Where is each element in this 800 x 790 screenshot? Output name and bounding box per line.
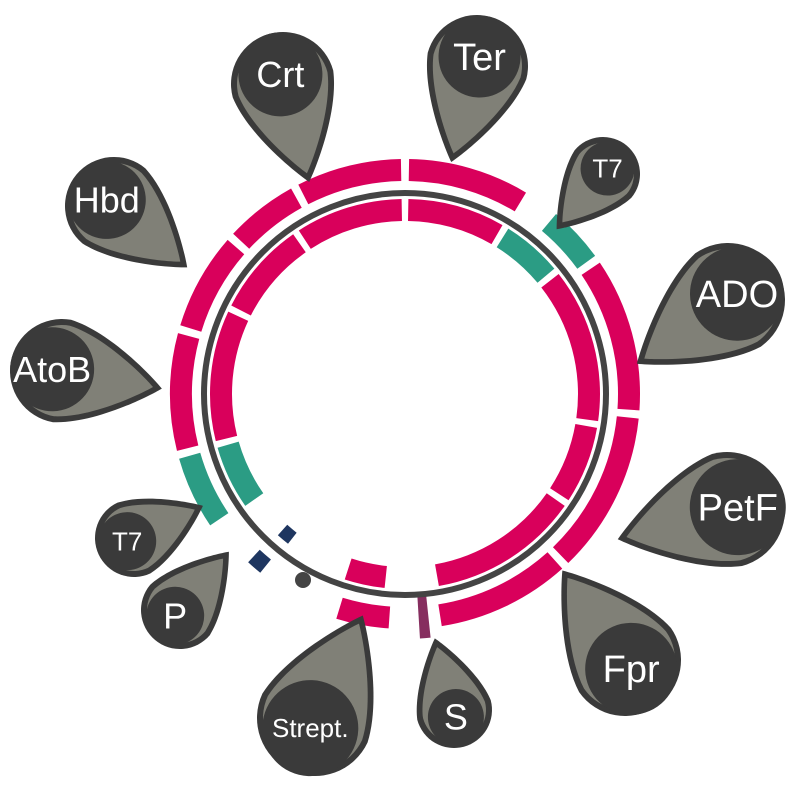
- pin-core: [238, 32, 323, 117]
- label-ter: Ter: [453, 37, 506, 79]
- pin-p: [141, 551, 229, 649]
- gene-arc: [552, 416, 639, 564]
- pin-ado: [636, 243, 785, 365]
- pin-t7b: [95, 498, 203, 577]
- promoter-arc: [277, 524, 297, 544]
- plasmid-backbone: [201, 190, 609, 598]
- backbone-ring: [201, 190, 609, 598]
- label-strept: Strept.: [272, 713, 349, 743]
- origin-dot: [295, 572, 311, 588]
- t7-arc: [496, 228, 555, 283]
- label-t7a: T7: [592, 154, 622, 184]
- gene-arc: [344, 558, 387, 588]
- pin-core: [580, 141, 635, 196]
- label-t7b: T7: [112, 526, 142, 556]
- pin-core: [67, 160, 146, 239]
- gene-arc: [298, 159, 402, 205]
- gene-arc: [438, 552, 563, 627]
- label-crt: Crt: [256, 54, 304, 95]
- gene-arc: [581, 262, 640, 411]
- pin-hbd: [65, 157, 188, 268]
- pin-core: [689, 459, 786, 556]
- pin-core: [98, 512, 157, 571]
- pin-core: [438, 15, 521, 98]
- pin-core: [262, 680, 359, 777]
- small_feature-arc: [417, 595, 431, 639]
- pin-crt: [231, 32, 335, 182]
- pin-fpr: [561, 570, 681, 716]
- label-petf: PetF: [698, 487, 778, 529]
- t7-arc: [217, 441, 264, 506]
- pin-petf: [617, 452, 786, 567]
- t7-arc: [541, 213, 596, 269]
- gene-arc: [169, 333, 200, 451]
- gene-arc: [550, 424, 598, 501]
- pin-core: [146, 586, 205, 645]
- t7-arc: [179, 452, 229, 526]
- gene-arc: [435, 493, 565, 587]
- gene-arc: [298, 199, 402, 249]
- gene-arc: [408, 159, 527, 212]
- pin-core: [585, 622, 678, 715]
- label-hbd: Hbd: [74, 180, 140, 221]
- pin-core: [10, 327, 95, 412]
- gene-arc: [231, 234, 306, 316]
- pin-core: [427, 689, 484, 746]
- label-p: P: [163, 595, 187, 636]
- gene-arc: [541, 273, 600, 422]
- pin-atob: [10, 319, 162, 423]
- gene-arc: [210, 311, 249, 442]
- label-ado: ADO: [696, 274, 778, 316]
- pin-core: [689, 246, 784, 341]
- promoter-arc: [248, 549, 271, 573]
- pin-s: [416, 638, 492, 748]
- feature-arcs: [169, 159, 640, 639]
- label-s: S: [444, 697, 468, 738]
- pin-t7a: [556, 137, 640, 230]
- gene-arc: [233, 188, 302, 249]
- pin-strept: [257, 615, 374, 777]
- gene-arc: [180, 239, 245, 332]
- gene-arc: [336, 597, 391, 629]
- label-atob: AtoB: [13, 349, 91, 390]
- pin-ter: [426, 15, 528, 163]
- gene-arc: [408, 199, 503, 245]
- label-fpr: Fpr: [603, 649, 660, 691]
